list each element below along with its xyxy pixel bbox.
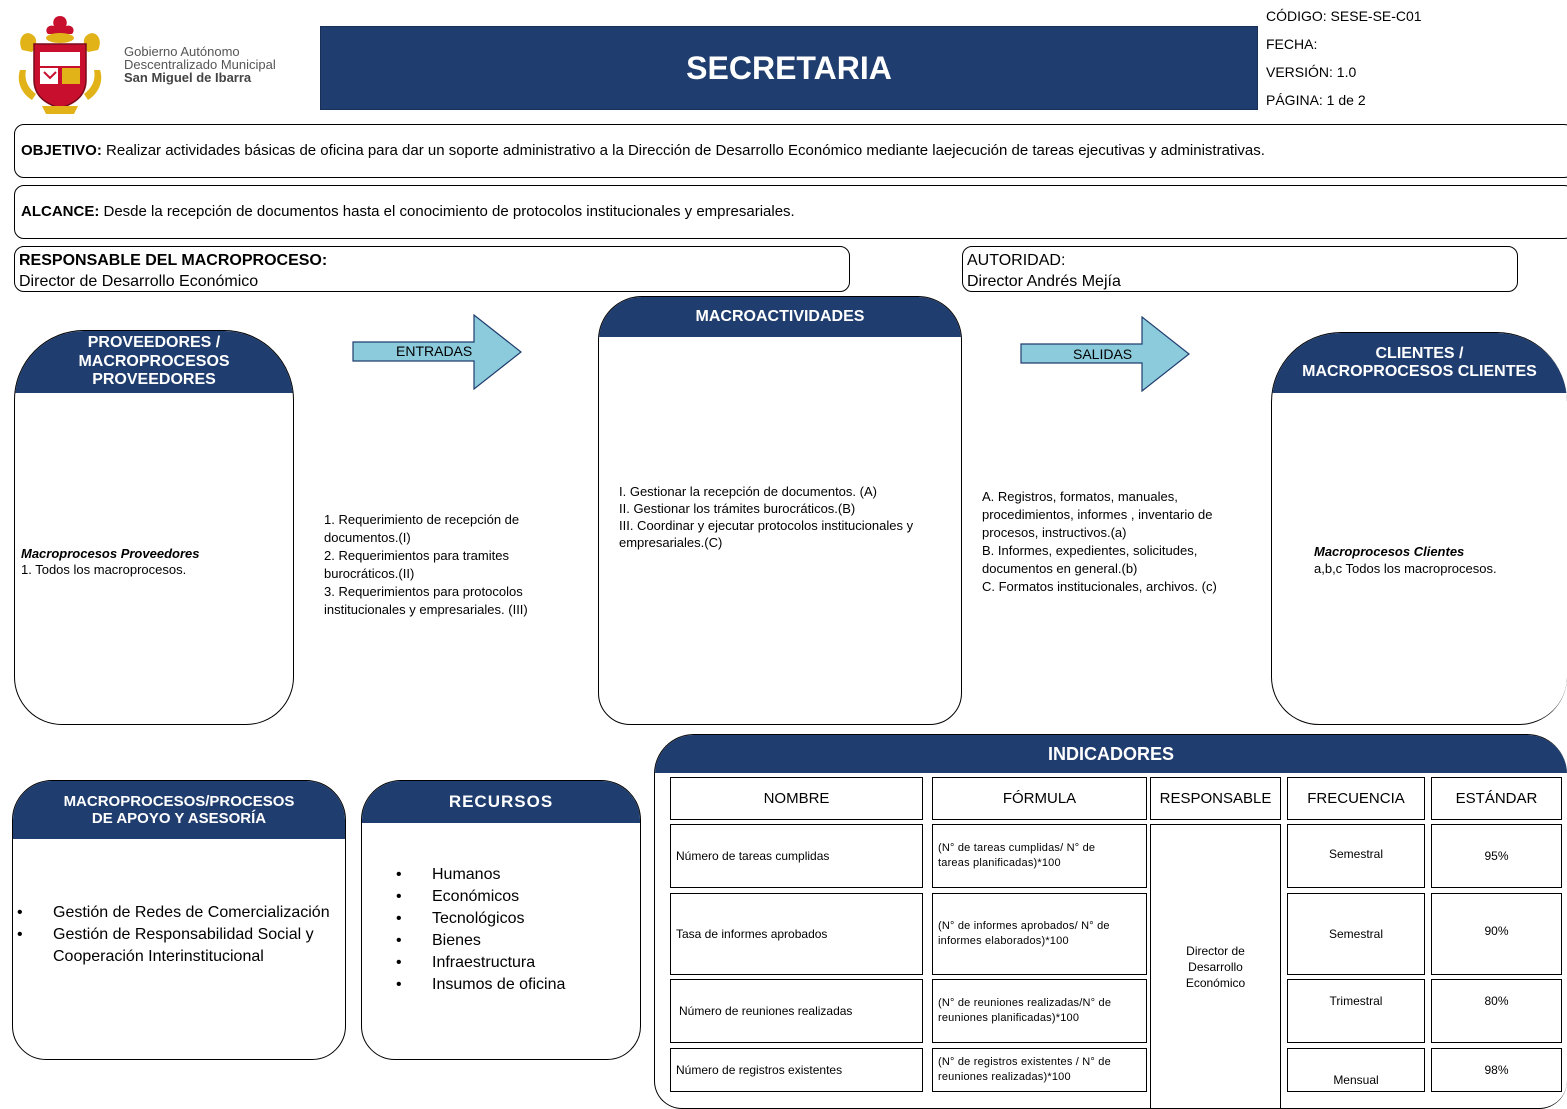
authority-box: AUTORIDAD: Director Andrés Mejía	[962, 246, 1518, 292]
support-processes-title: MACROPROCESOS/PROCESOS DE APOYO Y ASESOR…	[13, 781, 345, 839]
suppliers-title: PROVEEDORES / MACROPROCESOS PROVEEDORES	[15, 331, 293, 393]
table-header-responsable: RESPONSABLE	[1150, 777, 1281, 820]
indicator-frequency: Semestral	[1287, 824, 1425, 888]
list-item: Gestión de Redes de Comercialización	[13, 902, 343, 924]
indicator-name: Número de registros existentes	[670, 1048, 923, 1092]
organization-name: Gobierno Autónomo Descentralizado Munici…	[124, 44, 276, 85]
clients-subtitle: Macroprocesos Clientes	[1314, 544, 1465, 559]
process-owner-box: RESPONSABLE DEL MACROPROCESO: Director d…	[14, 246, 850, 292]
suppliers-item: 1. Todos los macroprocesos.	[21, 562, 187, 577]
indicator-name: Tasa de informes aprobados	[670, 893, 923, 975]
document-date: FECHA:	[1266, 36, 1318, 52]
table-header-formula: FÓRMULA	[932, 777, 1147, 820]
outputs-label: SALIDAS	[1073, 346, 1133, 362]
scope-box: ALCANCE: Desde la recepción de documento…	[14, 185, 1567, 239]
support-processes-list: Gestión de Redes de Comercialización Ges…	[13, 902, 343, 968]
municipal-logo	[14, 10, 106, 118]
resources-title: RECURSOS	[362, 781, 640, 823]
list-item: Económicos	[392, 886, 565, 908]
clients-panel: CLIENTES / MACROPROCESOS CLIENTES Macrop…	[1271, 332, 1567, 725]
suppliers-subtitle: Macroprocesos Proveedores	[21, 546, 200, 561]
indicator-standard: 90%	[1431, 893, 1562, 975]
indicator-frequency: Semestral	[1287, 893, 1425, 975]
indicator-frequency: Mensual	[1287, 1048, 1425, 1092]
objective-label: OBJETIVO:	[21, 142, 102, 159]
document-page: PÁGINA: 1 de 2	[1266, 92, 1366, 108]
indicator-frequency: Trimestral	[1287, 979, 1425, 1043]
scope-text: Desde la recepción de documentos hasta e…	[99, 203, 795, 220]
list-item: Tecnológicos	[392, 908, 565, 930]
support-processes-panel: MACROPROCESOS/PROCESOS DE APOYO Y ASESOR…	[12, 780, 346, 1060]
document-code: CÓDIGO: SESE-SE-C01	[1266, 8, 1422, 24]
list-item: Insumos de oficina	[392, 974, 565, 996]
list-item: Infraestructura	[392, 952, 565, 974]
outputs-arrow: SALIDAS	[1020, 315, 1192, 393]
indicator-responsible: Director de Desarrollo Económico	[1150, 824, 1281, 1108]
indicator-name: Número de tareas cumplidas	[670, 824, 923, 888]
indicator-standard: 95%	[1431, 824, 1562, 888]
outputs-list: A. Registros, formatos, manuales, proced…	[982, 489, 1217, 594]
document-version: VERSIÓN: 1.0	[1266, 64, 1357, 80]
list-item: Humanos	[392, 864, 565, 886]
macroactivities-panel: MACROACTIVIDADES I. Gestionar la recepci…	[598, 296, 962, 725]
resources-list: Humanos Económicos Tecnológicos Bienes I…	[392, 864, 565, 996]
table-header-nombre: NOMBRE	[670, 777, 923, 820]
table-header-frecuencia: FRECUENCIA	[1287, 777, 1425, 820]
list-item: Bienes	[392, 930, 565, 952]
process-owner-value: Director de Desarrollo Económico	[19, 273, 259, 290]
list-item: Gestión de Responsabilidad Social y Coop…	[13, 924, 343, 968]
process-owner-label: RESPONSABLE DEL MACROPROCESO:	[19, 252, 328, 269]
clients-title: CLIENTES / MACROPROCESOS CLIENTES	[1272, 333, 1567, 393]
macroactivities-list: I. Gestionar la recepción de documentos.…	[619, 484, 914, 550]
inputs-arrow: ENTRADAS	[352, 313, 524, 391]
indicator-standard: 98%	[1431, 1048, 1562, 1092]
inputs-list: 1. Requerimiento de recepción de documen…	[324, 512, 528, 617]
authority-value: Director Andrés Mejía	[967, 273, 1121, 290]
inputs-label: ENTRADAS	[396, 343, 473, 359]
resources-panel: RECURSOS Humanos Económicos Tecnológicos…	[361, 780, 641, 1060]
indicators-title: INDICADORES	[655, 735, 1567, 773]
macroactivities-title: MACROACTIVIDADES	[599, 297, 961, 337]
table-header-estandar: ESTÁNDAR	[1431, 777, 1562, 820]
objective-text: Realizar actividades básicas de oficina …	[101, 142, 1265, 159]
indicator-standard: 80%	[1431, 979, 1562, 1043]
indicator-name: Número de reuniones realizadas	[670, 979, 923, 1043]
objective-box: OBJETIVO: Realizar actividades básicas d…	[14, 124, 1567, 178]
clients-item: a,b,c Todos los macroprocesos.	[1314, 561, 1497, 576]
indicators-panel: INDICADORES NOMBRE FÓRMULA RESPONSABLE F…	[654, 734, 1567, 1109]
scope-label: ALCANCE:	[21, 203, 100, 220]
page-title: SECRETARIA	[320, 26, 1258, 110]
authority-label: AUTORIDAD:	[967, 252, 1066, 269]
suppliers-panel: PROVEEDORES / MACROPROCESOS PROVEEDORES …	[14, 330, 294, 725]
